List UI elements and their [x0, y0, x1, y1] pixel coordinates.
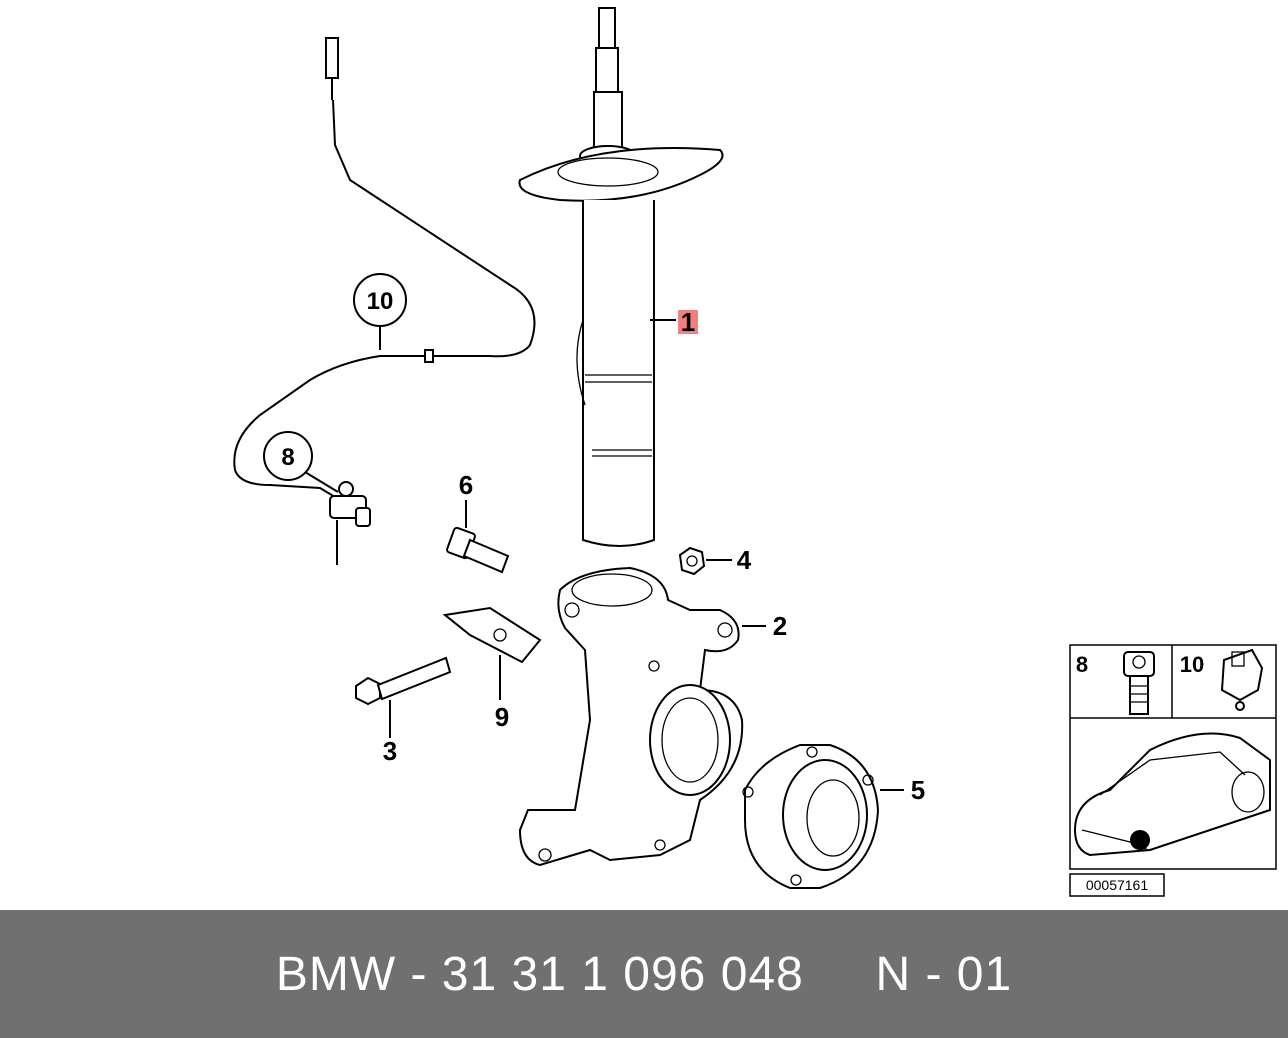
footer-bar: BMW - 31 31 1 096 048 N - 01 [0, 910, 1288, 1038]
callout-6-label: 6 [459, 470, 473, 500]
diagram-id-box: 00057161 [1069, 873, 1165, 897]
callout-3-label: 3 [383, 736, 397, 766]
parts-diagram: 10 8 1 6 4 [233, 7, 1277, 897]
callout-10: 10 [353, 273, 407, 350]
abs-sensor-cable [233, 37, 536, 501]
bracket-9: 9 [442, 606, 542, 732]
callout-8-label: 8 [281, 444, 294, 471]
inset-panel: 8 10 00057161 [1069, 644, 1277, 897]
inset-clip-icon [1220, 648, 1264, 711]
callout-1-label: 1 [681, 307, 695, 337]
callout-5-label: 5 [911, 775, 925, 805]
inset-label-10: 10 [1180, 652, 1204, 677]
footer-part-number: BMW - 31 31 1 096 048 N - 01 [275, 947, 1013, 1001]
wheel-speed-sensor [329, 481, 371, 565]
diagram-id: 00057161 [1086, 877, 1149, 893]
callout-8: 8 [263, 431, 339, 493]
inset-label-8: 8 [1076, 652, 1088, 677]
nut-4: 4 [678, 545, 752, 576]
bolt-3: 3 [355, 656, 452, 766]
inset-bolt-icon [1123, 651, 1155, 715]
inset-car-icon [1073, 732, 1271, 857]
callout-2-label: 2 [773, 611, 787, 641]
shock-absorber-strut [518, 7, 724, 547]
callout-9-label: 9 [495, 702, 509, 732]
callout-4-label: 4 [737, 545, 752, 575]
bolt-6: 6 [446, 470, 510, 574]
callout-10-label: 10 [367, 288, 394, 315]
wheel-hub: 5 [742, 744, 925, 889]
steering-knuckle: 2 [518, 566, 787, 867]
callout-1: 1 [678, 307, 698, 337]
